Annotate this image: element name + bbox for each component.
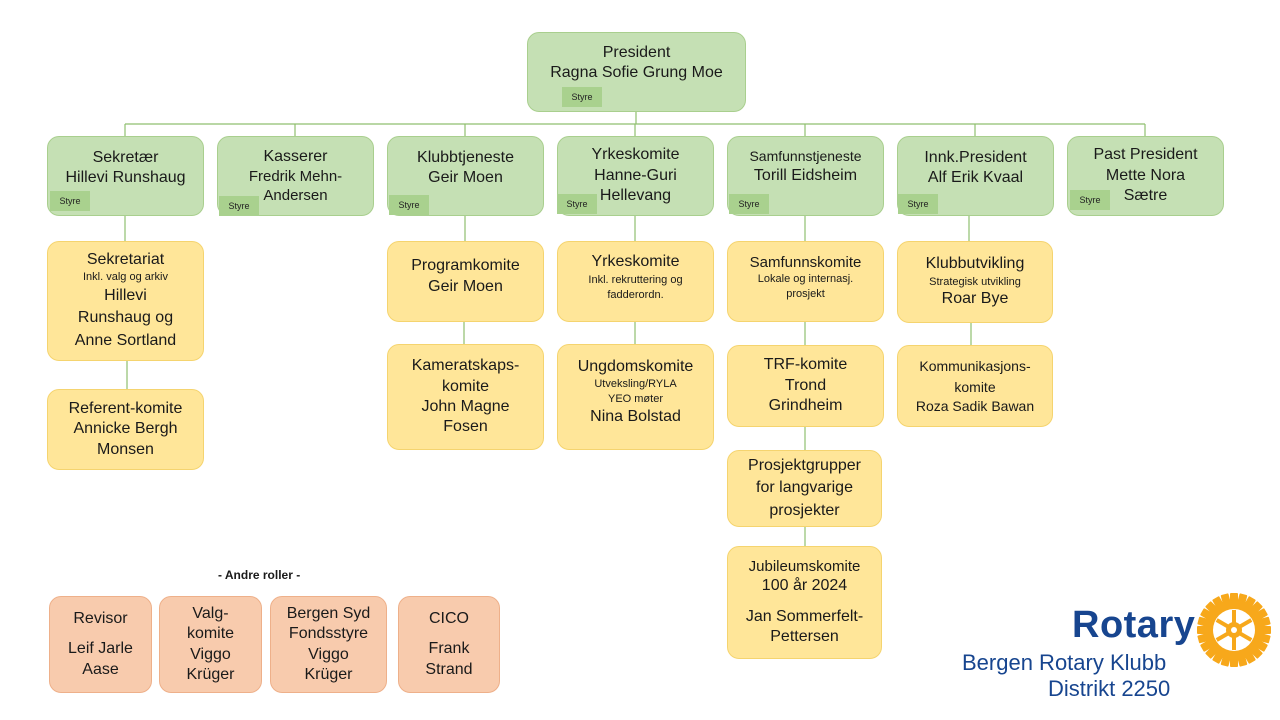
styre-tag-sekretaer: Styre bbox=[50, 191, 90, 211]
role-name: Frank Strand bbox=[425, 640, 473, 678]
committee-samfunn: Samfunnskomite Lokale og internasj. pros… bbox=[727, 241, 884, 322]
committee-name: Geir Moen bbox=[428, 277, 503, 295]
styre-tag-kasserer: Styre bbox=[219, 196, 259, 216]
committee-title: Kameratskaps-komite bbox=[411, 357, 520, 395]
board-title: Kasserer bbox=[263, 147, 328, 165]
rotary-wheel-icon bbox=[1197, 593, 1271, 667]
board-title: Innk.President bbox=[924, 148, 1027, 166]
board-name: Mette Nora Sætre bbox=[1105, 166, 1186, 205]
board-name: Fredrik Mehn-Andersen bbox=[248, 168, 343, 205]
committee-prosjektgrupper: Prosjektgrupper for langvarige prosjekte… bbox=[727, 450, 882, 527]
committee-name: John Magne Fosen bbox=[421, 398, 510, 436]
styre-tag-samfunnstjeneste: Styre bbox=[729, 194, 769, 214]
other-role-revisor: Revisor Leif Jarle Aase bbox=[49, 596, 152, 693]
committee-ungdom: Ungdomskomite Utveksling/RYLA YEO møter … bbox=[557, 344, 714, 450]
board-title: Yrkeskomite bbox=[591, 146, 680, 164]
board-title: Klubbtjeneste bbox=[417, 148, 514, 166]
committee-title: Programkomite bbox=[411, 257, 520, 275]
committee-program: Programkomite Geir Moen bbox=[387, 241, 544, 322]
committee-title: Sekretariat bbox=[86, 250, 165, 268]
committee-name: Hillevi Runshaug og Anne Sortland bbox=[74, 287, 177, 349]
other-roles-heading: - Andre roller - bbox=[218, 568, 301, 582]
committee-name: Annicke Bergh Monsen bbox=[73, 420, 178, 458]
committee-referent: Referent-komite Annicke Bergh Monsen bbox=[47, 389, 204, 470]
committee-jubileum: Jubileumskomite 100 år 2024 Jan Sommerfe… bbox=[727, 546, 882, 659]
role-name: Leif Jarle Aase bbox=[68, 640, 133, 678]
role-name: Viggo Krüger bbox=[186, 645, 235, 683]
board-box-innk-president: Innk.President Alf Erik Kvaal bbox=[897, 136, 1054, 216]
committee-title: Kommunikasjons-komite bbox=[919, 358, 1031, 396]
committee-subtitle: Inkl. rekruttering og fadderordn. bbox=[588, 273, 683, 301]
committee-year: 100 år 2024 bbox=[761, 577, 848, 595]
board-title: Past President bbox=[1093, 146, 1198, 164]
committee-name: Trond Grindheim bbox=[768, 376, 843, 415]
board-name: Torill Eidsheim bbox=[753, 166, 858, 184]
committee-kommunikasjon: Kommunikasjons-komite Roza Sadik Bawan bbox=[897, 345, 1053, 427]
styre-tag-president: Styre bbox=[562, 87, 602, 107]
committee-title: Ungdomskomite bbox=[577, 357, 694, 375]
club-name: Bergen Rotary Klubb bbox=[962, 650, 1167, 675]
committee-trf: TRF-komite Trond Grindheim bbox=[727, 345, 884, 427]
president-box: President Ragna Sofie Grung Moe bbox=[527, 32, 746, 112]
committee-subtitle: YEO møter bbox=[607, 393, 663, 405]
committee-title: Klubbutvikling bbox=[925, 255, 1025, 273]
district-name: Distrikt 2250 bbox=[1048, 676, 1171, 701]
committee-sekretariat: Sekretariat Inkl. valg og arkiv Hillevi … bbox=[47, 241, 204, 361]
rotary-logo: Rotary bbox=[960, 592, 1272, 702]
rotary-brand: Rotary bbox=[1072, 604, 1196, 646]
board-title: Samfunnstjeneste bbox=[749, 147, 862, 164]
board-name: Hanne-Guri Hellevang bbox=[594, 166, 677, 205]
styre-tag-past-president: Styre bbox=[1070, 190, 1110, 210]
president-name: Ragna Sofie Grung Moe bbox=[550, 64, 723, 81]
board-name: Hillevi Runshaug bbox=[65, 169, 186, 186]
committee-name: Jan Sommerfelt-Pettersen bbox=[745, 607, 864, 646]
board-box-samfunnstjeneste: Samfunnstjeneste Torill Eidsheim bbox=[727, 136, 884, 216]
committee-kameratskap: Kameratskaps-komite John Magne Fosen bbox=[387, 344, 544, 450]
committee-title: Yrkeskomite bbox=[591, 253, 680, 271]
committee-name: Roar Bye bbox=[941, 290, 1009, 308]
committee-name: Roza Sadik Bawan bbox=[915, 398, 1035, 415]
committee-subtitle: Utveksling/RYLA bbox=[594, 378, 677, 391]
styre-tag-klubbtjeneste: Styre bbox=[389, 195, 429, 215]
committee-name: Nina Bolstad bbox=[590, 407, 681, 425]
board-name: Geir Moen bbox=[428, 169, 503, 186]
committee-klubbutvikling: Klubbutvikling Strategisk utvikling Roar… bbox=[897, 241, 1053, 323]
other-role-cico: CICO Frank Strand bbox=[398, 596, 500, 693]
role-title: Valg-komite bbox=[186, 604, 235, 643]
committee-title: Jubileumskomite bbox=[748, 558, 861, 576]
role-name: Viggo Krüger bbox=[304, 645, 353, 683]
committee-title: Samfunnskomite bbox=[749, 254, 862, 272]
styre-tag-yrkeskomite: Styre bbox=[557, 194, 597, 214]
role-title: Bergen Syd Fondsstyre bbox=[286, 604, 371, 643]
other-role-valgkomite: Valg-komite Viggo Krüger bbox=[159, 596, 262, 693]
committee-title: Referent-komite bbox=[68, 399, 183, 417]
committee-title: Prosjektgrupper for langvarige prosjekte… bbox=[748, 456, 861, 519]
committee-title: TRF-komite bbox=[763, 356, 848, 374]
other-role-fondsstyre: Bergen Syd Fondsstyre Viggo Krüger bbox=[270, 596, 387, 693]
board-title: Sekretær bbox=[92, 148, 159, 166]
role-title: Revisor bbox=[73, 609, 128, 627]
role-title: CICO bbox=[429, 609, 469, 627]
committee-yrke: Yrkeskomite Inkl. rekruttering og fadder… bbox=[557, 241, 714, 322]
board-name: Alf Erik Kvaal bbox=[927, 169, 1024, 186]
committee-subtitle: Inkl. valg og arkiv bbox=[83, 271, 168, 284]
president-title: President bbox=[602, 43, 671, 61]
styre-tag-innk-president: Styre bbox=[898, 194, 938, 214]
committee-subtitle: Strategisk utvikling bbox=[929, 275, 1021, 288]
committee-subtitle: Lokale og internasj. prosjekt bbox=[757, 273, 854, 301]
